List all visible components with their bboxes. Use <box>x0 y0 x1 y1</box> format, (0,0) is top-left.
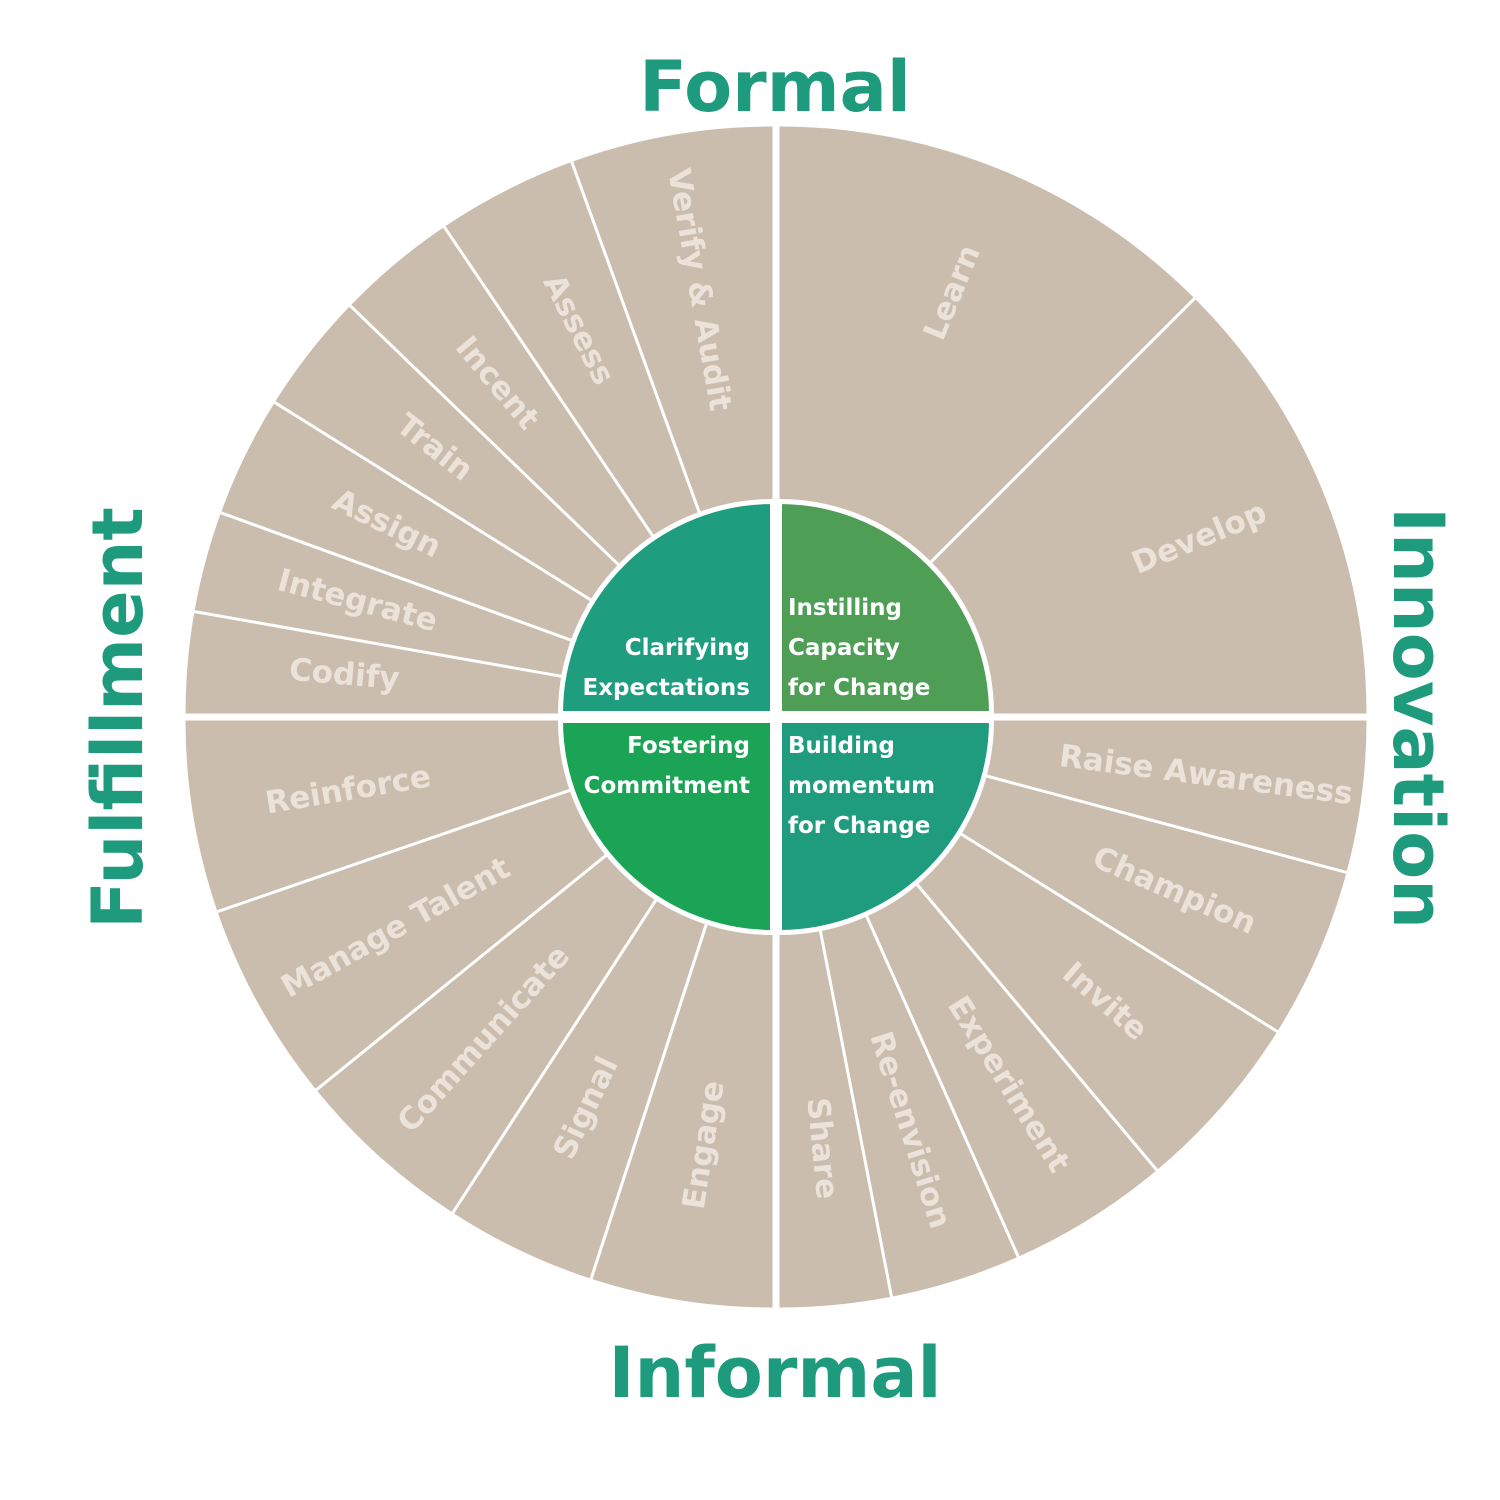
segment-divider <box>818 928 894 1299</box>
segment-divider <box>589 921 709 1282</box>
core-label-line: Building <box>788 733 895 759</box>
core-label-line: Instilling <box>788 595 902 621</box>
segment-divider <box>347 303 622 568</box>
segment-divider <box>272 400 594 603</box>
core-label-line: Capacity <box>788 635 900 661</box>
core-instilling-capacity-for-change <box>777 498 995 716</box>
segment-divider <box>218 510 574 643</box>
segment-divider <box>313 852 609 1093</box>
segment-divider <box>958 831 1280 1034</box>
core-label-line: Clarifying <box>625 635 750 661</box>
core-clarifying-expectations <box>557 498 775 716</box>
core-building-momentum-for-change <box>777 718 995 936</box>
core-label-line: for Change <box>788 675 930 701</box>
segment-divider <box>928 295 1198 565</box>
segment-divider <box>215 788 573 914</box>
wheel-dividers <box>179 120 1373 1314</box>
segment-divider <box>864 913 1021 1260</box>
segment-divider <box>192 609 564 679</box>
segment-divider <box>914 881 1160 1173</box>
core-label-line: Commitment <box>584 773 750 799</box>
horizontal-divider <box>179 713 1373 721</box>
core-label-line: Expectations <box>582 675 750 701</box>
core-label-line: momentum <box>788 773 935 799</box>
axis-label-formal: Formal <box>639 46 911 128</box>
wheel-core <box>557 498 995 936</box>
axis-label-informal: Informal <box>608 1332 942 1414</box>
core-label-line: Fostering <box>627 733 750 759</box>
core-fostering-commitment <box>557 718 775 936</box>
segment-divider <box>441 224 656 539</box>
segment-divider <box>983 773 1349 875</box>
segment-divider <box>450 897 659 1216</box>
core-label-line: for Change <box>788 813 930 839</box>
segment-divider <box>569 159 702 515</box>
